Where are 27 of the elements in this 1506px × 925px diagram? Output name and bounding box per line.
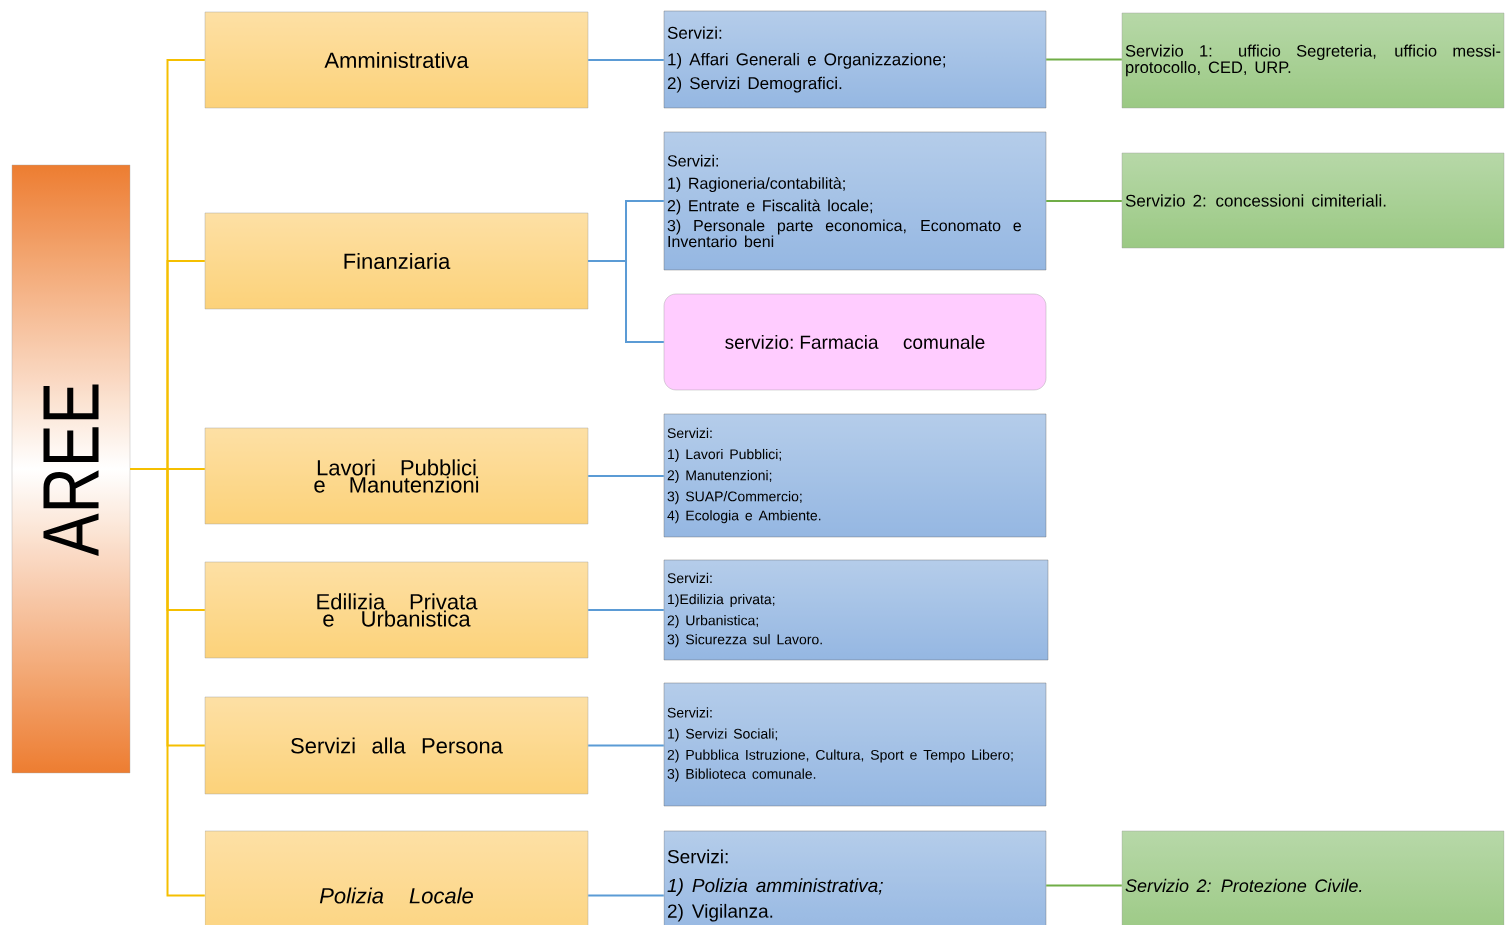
connector-line bbox=[1045, 884, 1123, 887]
area-box: Finanziaria bbox=[204, 212, 589, 310]
area-box: Edilizia Privata e Urbanistica bbox=[204, 561, 589, 659]
connector-line bbox=[587, 59, 665, 61]
area-box: Servizi alla Persona bbox=[204, 696, 589, 795]
service-box: Servizi: 1)Edilizia privata; 2) Urbanistica; 3) Sicurezza sul Lavoro. bbox=[663, 559, 1049, 661]
connector-line bbox=[1045, 58, 1123, 61]
connector-line bbox=[587, 744, 665, 747]
category-bar: AREE bbox=[11, 164, 131, 774]
service-box: Servizi: 1) Affari Generali e Organizzazione; 2) Servizi Demografici. bbox=[663, 10, 1047, 109]
connector-line bbox=[587, 609, 665, 611]
service-detail-box: Servizio 1: ufficio Segreteria, ufficio messi-protocollo, CED, URP. bbox=[1121, 12, 1505, 109]
connector-line bbox=[129, 468, 206, 897]
area-box: Polizia Locale bbox=[204, 830, 589, 925]
service-box: Servizi: 1) Ragioneria/contabilità; 2) Entrate e Fiscalità locale; 3) Personale parte economica, Economato e Inventario beni bbox=[663, 131, 1047, 271]
service-box: Servizi: 1) Polizia amministrativa; 2) Vigilanza. bbox=[663, 830, 1047, 925]
service-detail-box: Servizio 2: concessioni cimiteriali. bbox=[1121, 152, 1505, 249]
service-detail-box: Servizio 2: Protezione Civile. bbox=[1121, 830, 1505, 925]
area-box: Lavori Pubblici e Manutenzioni bbox=[204, 427, 589, 525]
connector-line bbox=[587, 475, 665, 477]
connector-line bbox=[587, 260, 665, 343]
connector-line bbox=[587, 894, 665, 897]
area-box: Amministrativa bbox=[204, 11, 589, 109]
service-box: Servizi: 1) Servizi Sociali; 2) Pubblica Istruzione, Cultura, Sport e Tempo Libero; 3) Biblioteca comunale. bbox=[663, 682, 1047, 807]
service-box: Servizi: 1) Lavori Pubblici; 2) Manutenzioni; 3) SUAP/Commercio; 4) Ecologia e Ambiente. bbox=[663, 413, 1047, 538]
service-box: servizio: Farmacia comunale bbox=[663, 293, 1047, 391]
connector-line bbox=[1045, 200, 1123, 202]
